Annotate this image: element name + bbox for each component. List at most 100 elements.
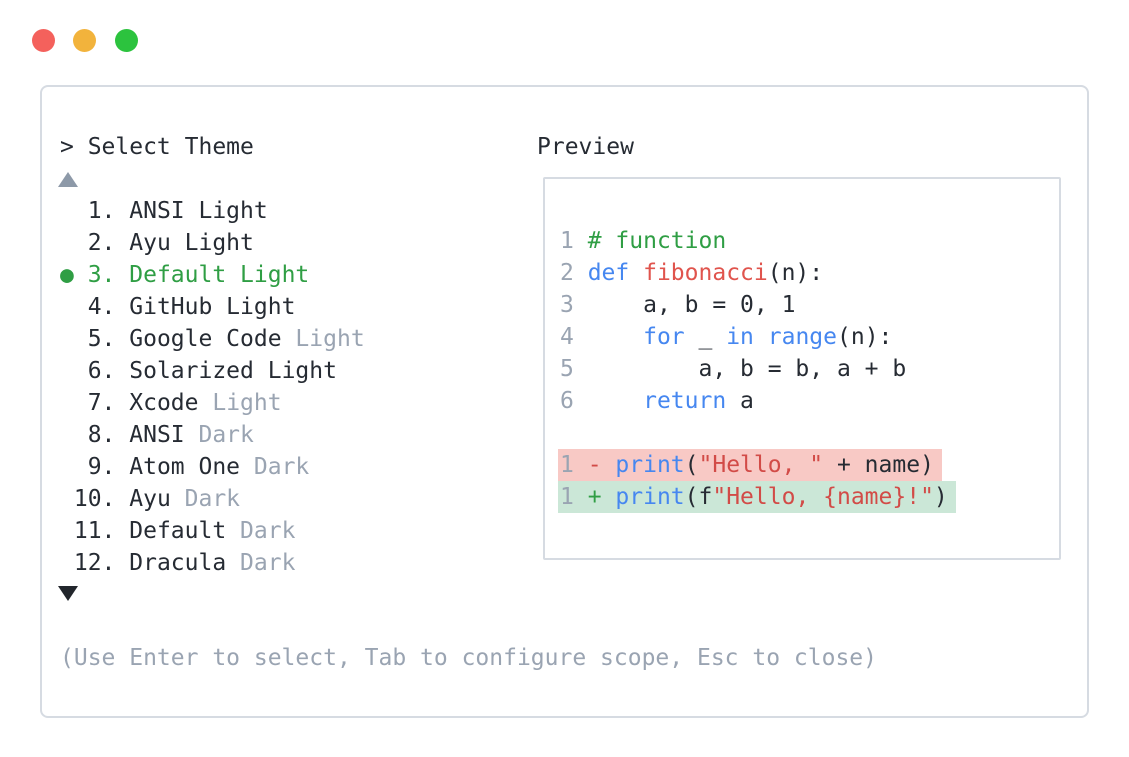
code-token-ln: 3 bbox=[560, 292, 588, 318]
code-token-ln: 2 bbox=[560, 260, 588, 286]
code-token-plain bbox=[754, 324, 768, 350]
item-name: GitHub Light bbox=[129, 294, 296, 320]
item-variant: Dark bbox=[170, 486, 241, 512]
traffic-light-zoom-button[interactable] bbox=[115, 29, 138, 52]
code-token-keyword: def bbox=[587, 260, 630, 286]
code-token-func: fibonacci bbox=[643, 260, 768, 286]
code-token-ln: 1 bbox=[560, 452, 588, 478]
code-token-keyword: range bbox=[767, 324, 837, 350]
item-number: 4. bbox=[73, 294, 130, 320]
item-name: Default Light bbox=[129, 262, 310, 288]
theme-list-item[interactable]: 6. Solarized Light bbox=[60, 355, 365, 387]
item-variant: Dark bbox=[226, 518, 296, 544]
marker-spacer bbox=[60, 326, 74, 352]
marker-spacer bbox=[60, 518, 74, 544]
marker-spacer bbox=[60, 550, 74, 576]
code-line: 5 a, b = b, a + b bbox=[560, 353, 1059, 385]
theme-list-item[interactable]: 5. Google Code Light bbox=[60, 323, 365, 355]
code-token-ln: 5 bbox=[560, 356, 588, 382]
code-token-ln: 6 bbox=[560, 388, 588, 414]
code-token-comment: # function bbox=[587, 228, 727, 254]
marker-spacer bbox=[60, 230, 74, 256]
traffic-light-close-button[interactable] bbox=[32, 29, 55, 52]
code-token-plain bbox=[588, 388, 643, 414]
code-line: 6 return a bbox=[560, 385, 1059, 417]
diff-add-line: 1 + print(f"Hello, {name}!") bbox=[558, 481, 956, 513]
item-name: Ayu bbox=[129, 486, 171, 512]
marker-spacer bbox=[60, 198, 74, 224]
diff-del-line: 1 - print("Hello, " + name) bbox=[558, 449, 942, 481]
code-token-add: + bbox=[587, 484, 616, 510]
marker-spacer bbox=[60, 454, 74, 480]
item-name: Dracula bbox=[129, 550, 227, 576]
item-variant: Dark bbox=[226, 550, 296, 576]
theme-list-item[interactable]: 11. Default Dark bbox=[60, 515, 365, 547]
code-token-plain bbox=[629, 260, 643, 286]
item-name: Google Code bbox=[129, 326, 282, 352]
item-variant: Dark bbox=[184, 422, 254, 448]
theme-list-item[interactable]: 12. Dracula Dark bbox=[60, 547, 365, 579]
code-token-ln: 4 bbox=[560, 324, 588, 350]
code-token-plain: a, b = b, a + b bbox=[587, 356, 907, 382]
code-line: 1 # function bbox=[560, 225, 1059, 257]
theme-list-item[interactable]: 7. Xcode Light bbox=[60, 387, 365, 419]
marker-spacer bbox=[60, 358, 74, 384]
marker-spacer bbox=[60, 390, 74, 416]
code-line bbox=[560, 417, 1059, 449]
item-number: 10. bbox=[73, 486, 130, 512]
theme-list-item[interactable]: 10. Ayu Dark bbox=[60, 483, 365, 515]
item-number: 7. bbox=[73, 390, 130, 416]
code-line: 2 def fibonacci(n): bbox=[560, 257, 1059, 289]
theme-list-item[interactable]: 4. GitHub Light bbox=[60, 291, 365, 323]
item-number: 5. bbox=[73, 326, 130, 352]
item-number: 2. bbox=[73, 230, 130, 256]
help-text: (Use Enter to select, Tab to configure s… bbox=[60, 645, 877, 671]
theme-list-item[interactable]: 2. Ayu Light bbox=[60, 227, 365, 259]
code-token-keyword: return bbox=[643, 388, 727, 414]
code-line-content: 1 # function bbox=[560, 225, 726, 257]
code-token-keyword: in bbox=[726, 324, 754, 350]
code-token-plain: (f bbox=[684, 484, 713, 510]
code-token-del: - bbox=[587, 452, 616, 478]
traffic-light-minimize-button[interactable] bbox=[73, 29, 96, 52]
code-line-content: 3 a, b = 0, 1 bbox=[560, 289, 795, 321]
green-dot-icon: ● bbox=[60, 262, 74, 288]
marker-spacer bbox=[60, 422, 74, 448]
code-token-keyword: print bbox=[615, 452, 685, 478]
code-line-content: 2 def fibonacci(n): bbox=[560, 257, 823, 289]
code-token-plain: (n): bbox=[837, 324, 893, 350]
theme-list-item[interactable]: 1. ANSI Light bbox=[60, 195, 365, 227]
code-token-plain: a bbox=[726, 388, 754, 414]
theme-list-item[interactable]: 8. ANSI Dark bbox=[60, 419, 365, 451]
code-line-content: 4 for _ in range(n): bbox=[560, 321, 892, 353]
theme-list-item[interactable]: ● 3. Default Light bbox=[60, 259, 365, 291]
scroll-down-icon[interactable] bbox=[58, 586, 78, 601]
marker-spacer bbox=[60, 294, 74, 320]
item-name: ANSI Light bbox=[129, 198, 268, 224]
scroll-up-icon[interactable] bbox=[58, 172, 78, 187]
item-name: Ayu Light bbox=[129, 230, 254, 256]
theme-list-item[interactable]: 9. Atom One Dark bbox=[60, 451, 365, 483]
code-token-plain: (n): bbox=[767, 260, 824, 286]
item-number: 9. bbox=[73, 454, 130, 480]
code-line-content bbox=[560, 417, 574, 449]
code-token-ln: 1 bbox=[560, 228, 588, 254]
code-token-keyword: for bbox=[643, 324, 685, 350]
item-variant: Dark bbox=[240, 454, 310, 480]
item-number: 3. bbox=[73, 262, 130, 288]
code-token-string: "Hello, {name}!" bbox=[712, 484, 934, 510]
code-line: 3 a, b = 0, 1 bbox=[560, 289, 1059, 321]
code-token-plain: + name) bbox=[823, 452, 934, 478]
item-number: 12. bbox=[73, 550, 130, 576]
marker-spacer bbox=[60, 486, 74, 512]
picker-title: > Select Theme bbox=[60, 134, 254, 160]
item-number: 1. bbox=[73, 198, 130, 224]
theme-picker-panel: > Select Theme Preview 1. ANSI Light 2. … bbox=[40, 85, 1089, 718]
code-token-string: "Hello, " bbox=[698, 452, 824, 478]
item-name: ANSI bbox=[129, 422, 185, 448]
code-token-plain bbox=[588, 324, 643, 350]
code-line-content: 6 return a bbox=[560, 385, 754, 417]
item-name: Solarized Light bbox=[129, 358, 337, 384]
